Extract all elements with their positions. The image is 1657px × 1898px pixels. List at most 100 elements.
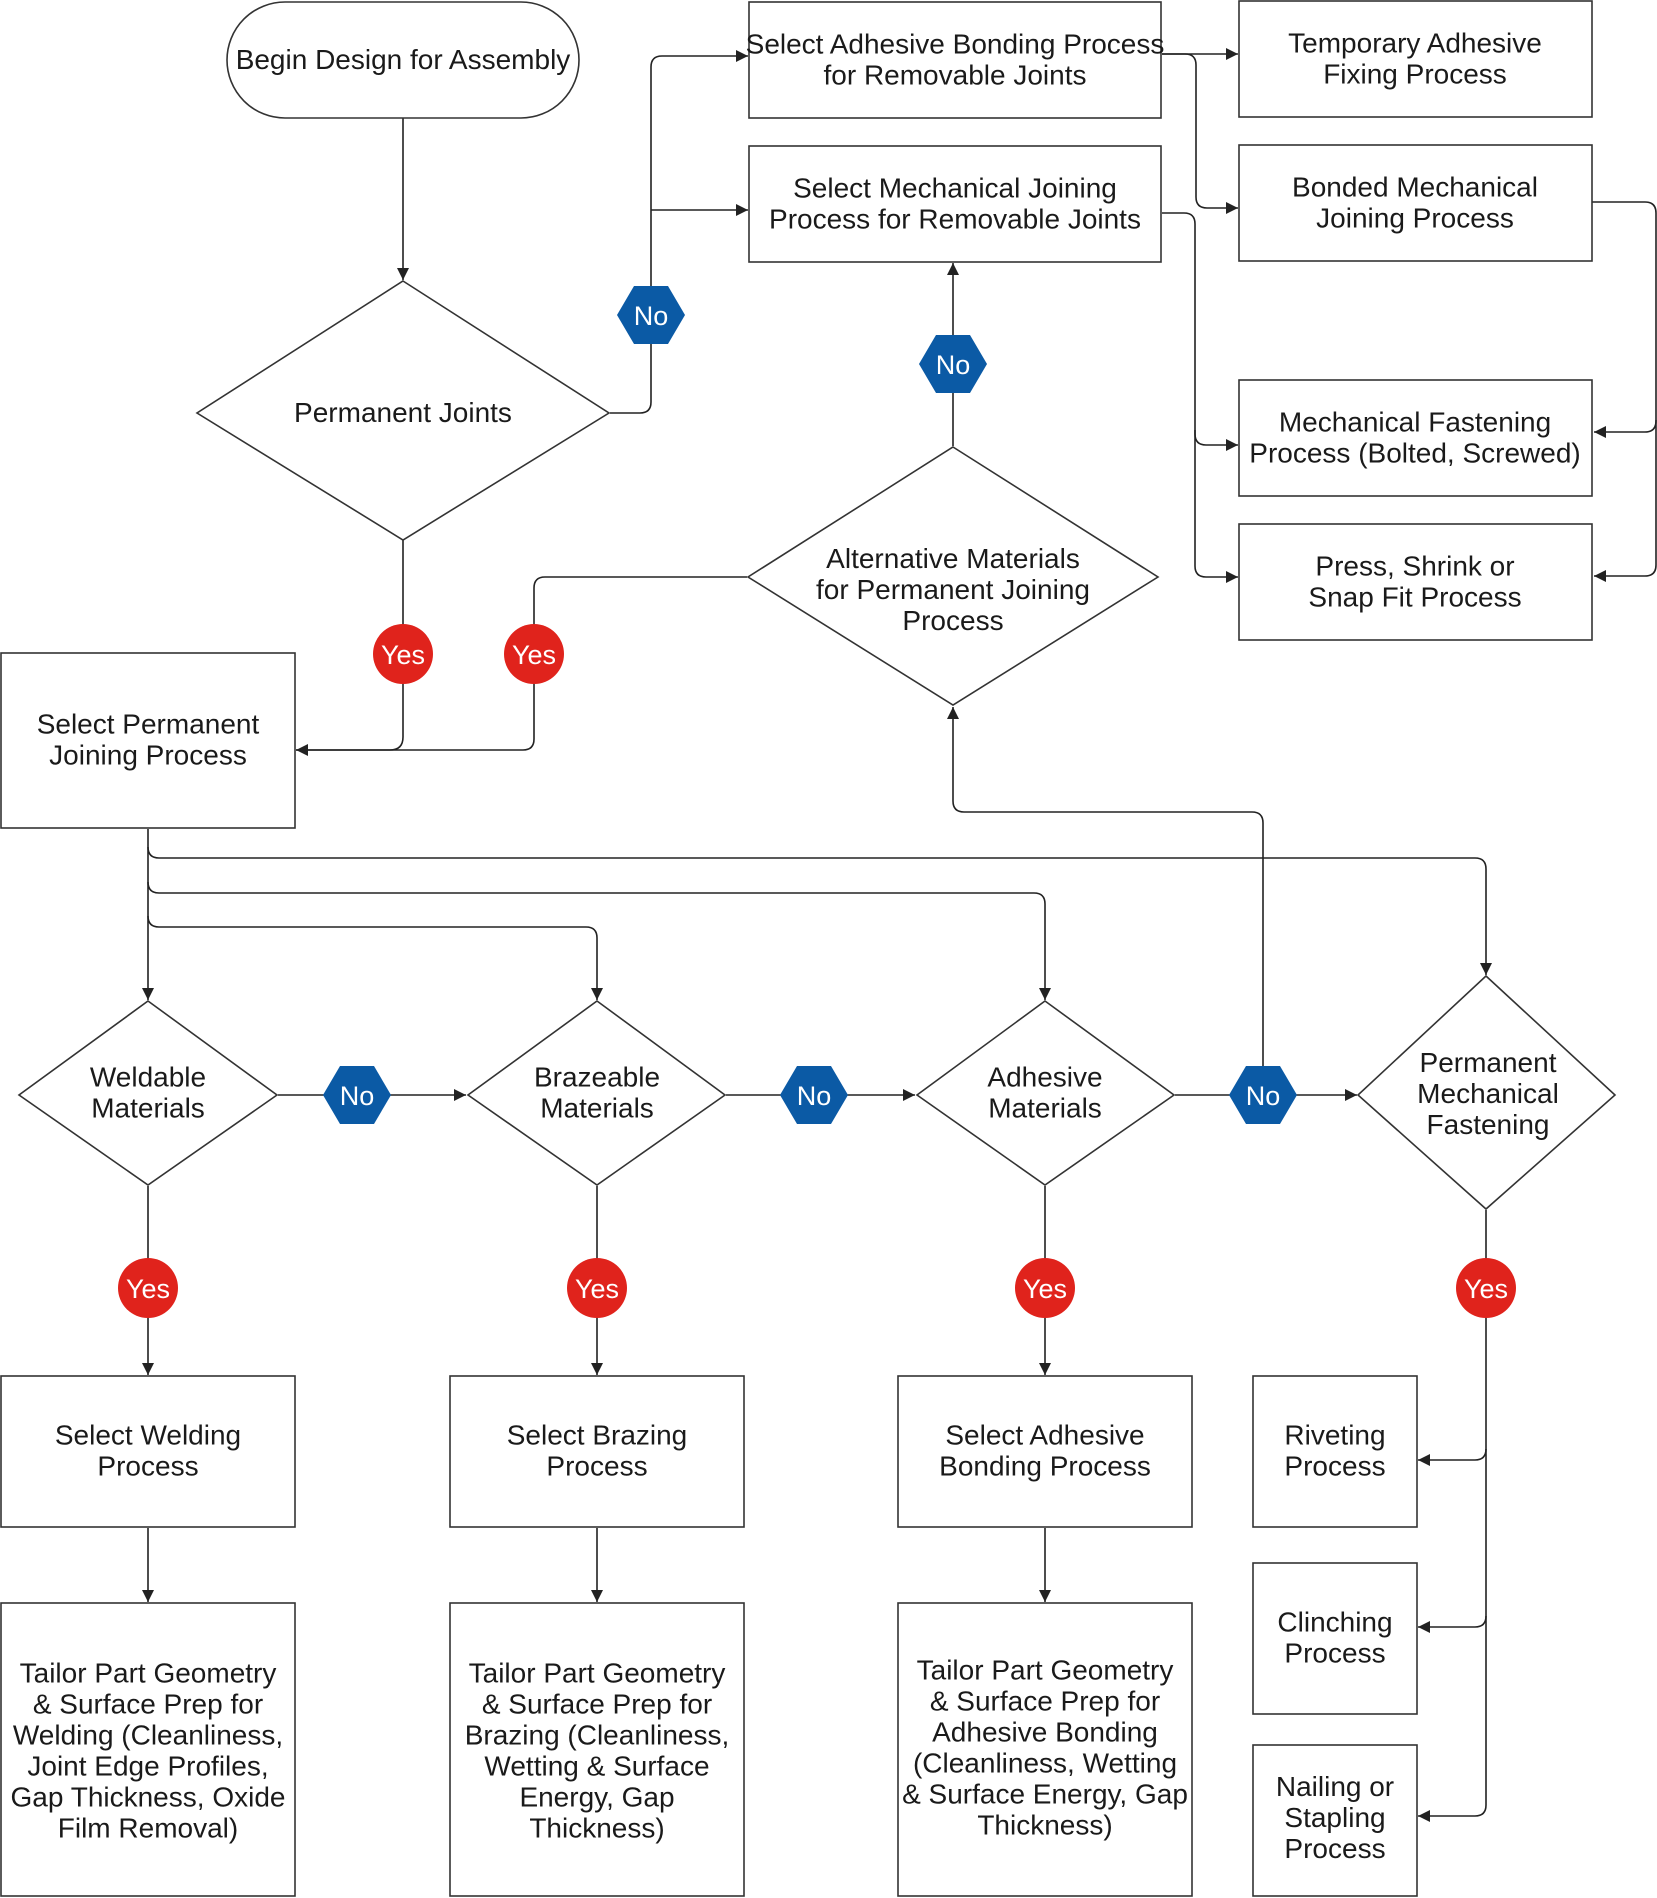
node-line: Mechanical (1417, 1078, 1559, 1109)
yes-badge-permanent: Yes (373, 624, 433, 684)
svg-text:Yes: Yes (1023, 1274, 1067, 1304)
node-line: Adhesive Bonding (932, 1717, 1158, 1748)
edge-adhesive-removable-to-bonded (1162, 53, 1238, 214)
clinching-box (1252, 1562, 1418, 1715)
node-line: Materials (988, 1093, 1102, 1124)
node-line: (Cleanliness, Wetting (913, 1748, 1177, 1779)
select-mechanical-removable-box (748, 145, 1162, 263)
nailing-box (1252, 1744, 1418, 1897)
yes-badge-weldable: Yes (118, 1258, 178, 1318)
edge-bonded-to-press (1594, 420, 1657, 582)
node-line: & Surface Prep for (33, 1689, 263, 1720)
node-line: Materials (540, 1093, 654, 1124)
node-line: Joining Process (49, 740, 247, 771)
node-line: Select Brazing (507, 1420, 688, 1451)
edge-permanent-no (610, 50, 748, 414)
weldable-decision (17, 1000, 279, 1186)
nodes: Begin Design for Assembly Permanent Join… (0, 0, 1617, 1897)
node-line: Materials (91, 1093, 205, 1124)
begin-label: Begin Design for Assembly (236, 44, 571, 75)
node-line: Permanent (1420, 1047, 1557, 1078)
no-badge-alternative: No (919, 335, 987, 393)
edge-mechanical-yes-to-riveting (1418, 1210, 1487, 1466)
edge-adhesive-no-to-alternative (947, 707, 1264, 1085)
node-line: Process (1284, 1451, 1385, 1482)
edge-bonded-to-fastening (1592, 201, 1657, 438)
node-line: Joint Edge Profiles, (27, 1751, 268, 1782)
edge-permanent-to-mechanical (147, 846, 1492, 975)
node-line: Process (1284, 1638, 1385, 1669)
no-badge-permanent: No (617, 286, 685, 344)
select-permanent-box (0, 652, 296, 829)
node-line: Alternative Materials (826, 543, 1080, 574)
node-line: Clinching (1277, 1607, 1392, 1638)
node-line: Process (546, 1451, 647, 1482)
edge-mechanical-removable-to-fastening (1162, 212, 1238, 451)
node-line: Process (97, 1451, 198, 1482)
svg-text:Yes: Yes (512, 640, 556, 670)
node-line: Bonded Mechanical (1292, 172, 1538, 203)
svg-text:No: No (797, 1081, 832, 1111)
node-line: Begin Design for Assembly (236, 44, 571, 75)
select-adhesive-bonding-box (897, 1375, 1193, 1528)
node-line: Thickness) (529, 1813, 664, 1844)
node-line: Energy, Gap (519, 1782, 674, 1813)
select-brazing-box (449, 1375, 745, 1528)
node-line: for Permanent Joining (816, 574, 1090, 605)
node-line: Stapling (1284, 1802, 1385, 1833)
node-line: Press, Shrink or (1315, 551, 1514, 582)
svg-text:Yes: Yes (381, 640, 425, 670)
svg-text:Yes: Yes (1464, 1274, 1508, 1304)
svg-text:Yes: Yes (575, 1274, 619, 1304)
svg-text:No: No (634, 301, 669, 331)
edge-mechanical-yes-to-nailing (1418, 1616, 1487, 1822)
node-line: Select Adhesive (945, 1420, 1144, 1451)
adhesive-materials-decision (915, 1000, 1176, 1186)
node-line: Thickness) (977, 1810, 1112, 1841)
permanent-joints-decision (195, 280, 611, 541)
node-line: Fastening (1427, 1109, 1550, 1140)
yes-badge-brazeable: Yes (567, 1258, 627, 1318)
node-line: Snap Fit Process (1308, 582, 1521, 613)
node-line: Process (902, 605, 1003, 636)
node-line: Joining Process (1316, 203, 1514, 234)
node-line: Brazing (Cleanliness, (465, 1720, 730, 1751)
node-line: Select Adhesive Bonding Process (746, 29, 1165, 60)
yes-badge-adhesive: Yes (1015, 1258, 1075, 1318)
node-line: Select Welding (55, 1420, 241, 1451)
bonded-mechanical-box (1238, 144, 1593, 262)
node-line: Welding (Cleanliness, (13, 1720, 283, 1751)
temporary-adhesive-box (1238, 0, 1593, 118)
node-line: Temporary Adhesive (1288, 28, 1542, 59)
node-line: Bonding Process (939, 1451, 1151, 1482)
mechanical-fastening-box (1238, 379, 1593, 497)
edge-mechanical-removable-to-press (1194, 430, 1238, 583)
svg-text:No: No (340, 1081, 375, 1111)
tailor-welding-box (0, 1602, 296, 1897)
node-line: Tailor Part Geometry (469, 1658, 726, 1689)
node-line: Nailing or (1276, 1771, 1394, 1802)
edge-mechanical-yes-to-clinching (1418, 1449, 1487, 1633)
node-line: Tailor Part Geometry (917, 1655, 1174, 1686)
node-line: Fixing Process (1323, 59, 1507, 90)
permanent-joints-label: Permanent Joints (294, 397, 512, 428)
node-line: for Removable Joints (823, 60, 1086, 91)
svg-text:No: No (936, 350, 971, 380)
select-adhesive-removable-box (748, 1, 1162, 119)
